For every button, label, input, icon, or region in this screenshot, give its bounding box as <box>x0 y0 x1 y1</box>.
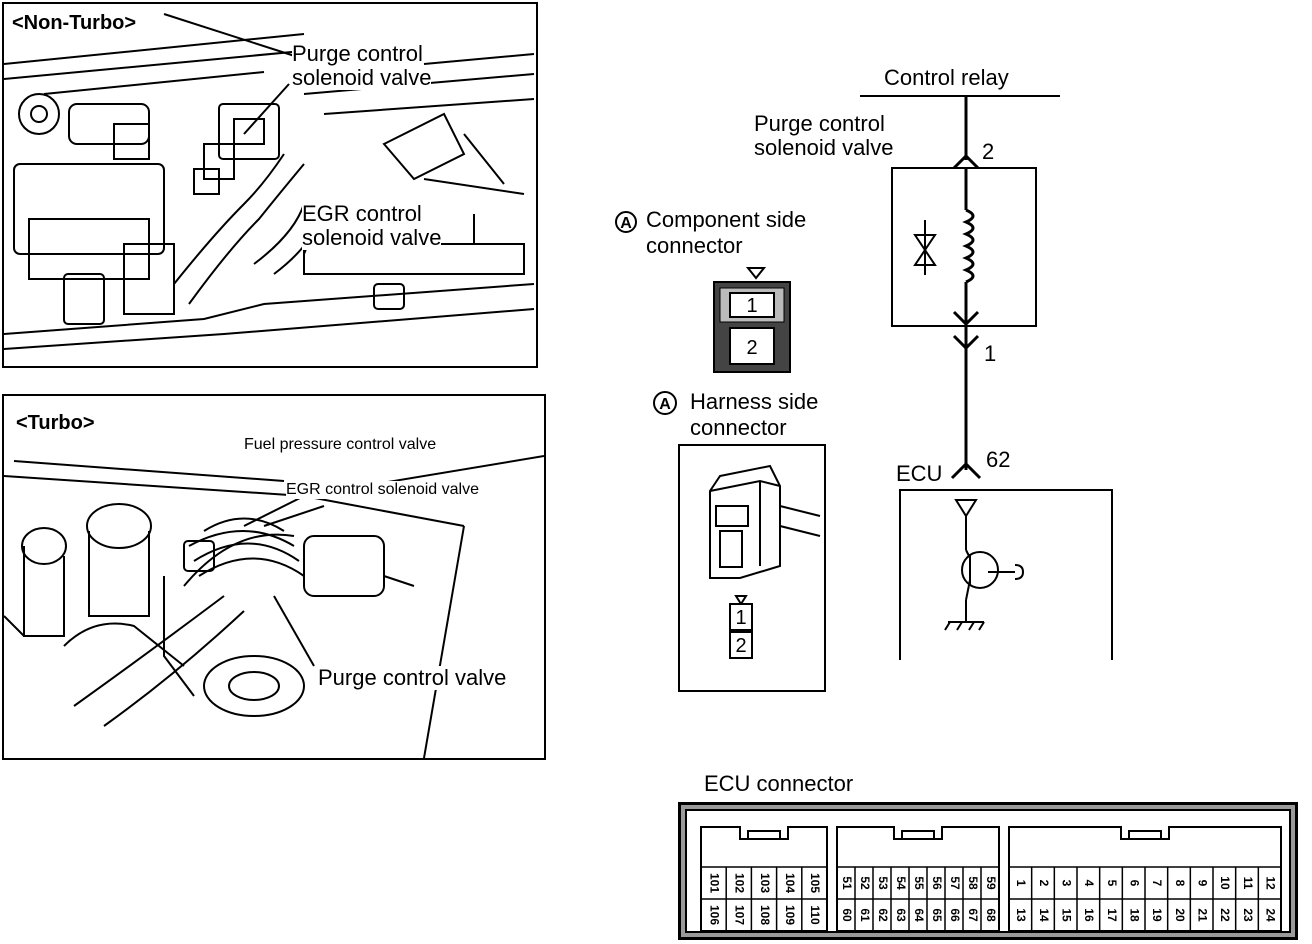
ecu-pin-61: 61 <box>858 908 872 922</box>
ecu-pin-60: 60 <box>840 908 854 922</box>
ecu-pin-18: 18 <box>1127 908 1141 922</box>
component-pin-1: 1 <box>746 295 757 317</box>
control-relay-label: Control relay <box>884 65 1009 90</box>
harness-pin-2: 2 <box>735 635 746 657</box>
ecu-pin-64: 64 <box>912 908 926 922</box>
component-connector-badge: A <box>615 211 637 233</box>
circuit-pin-bottom-label: 1 <box>984 341 997 366</box>
turbo-egr-label: EGR control solenoid valve <box>286 481 479 499</box>
turbo-illustration: <Turbo> Fuel pressure control valve EGR … <box>2 394 546 760</box>
ecu-pin-16: 16 <box>1082 908 1096 922</box>
turbo-fuel-label: Fuel pressure control valve <box>244 436 437 454</box>
turbo-title: <Turbo> <box>16 412 95 434</box>
harness-connector-box: 1 2 <box>678 444 826 692</box>
ecu-pin-12: 12 <box>1263 876 1277 890</box>
non-turbo-illustration: <Non-Turbo> Purge control solenoid valve… <box>2 2 538 368</box>
ecu-pin-21: 21 <box>1195 908 1209 922</box>
ecu-pin-101: 101 <box>707 873 721 893</box>
circuit-pin-top-label: 2 <box>982 139 995 164</box>
ecu-pin-20: 20 <box>1173 908 1187 922</box>
non-turbo-purge-label-line2: solenoid valve <box>292 65 432 90</box>
harness-connector-badge: A <box>653 391 677 415</box>
ecu-pin-19: 19 <box>1150 908 1164 922</box>
non-turbo-purge-label-line1: Purge control <box>292 41 423 66</box>
ecu-pin-57: 57 <box>948 876 962 890</box>
ecu-pin-54: 54 <box>894 876 908 890</box>
ecu-pin-56: 56 <box>930 876 944 890</box>
ecu-pin-53: 53 <box>876 876 890 890</box>
ecu-pin-109: 109 <box>783 905 797 925</box>
circuit-ecu-pin-label: 62 <box>986 447 1011 472</box>
circuit-ecu-label: ECU <box>896 461 943 486</box>
ecu-pin-110: 110 <box>808 905 822 925</box>
turbo-engine-drawing <box>4 455 544 758</box>
component-connector-label-line2: connector <box>646 233 743 258</box>
ecu-pin-106: 106 <box>707 905 721 925</box>
harness-badge-letter: A <box>659 396 671 413</box>
ecu-pin-105: 105 <box>808 873 822 893</box>
non-turbo-egr-label-line2: solenoid valve <box>302 225 442 250</box>
ecu-pin-66: 66 <box>948 908 962 922</box>
ecu-pin-58: 58 <box>966 876 980 890</box>
ecu-pin-102: 102 <box>733 873 747 893</box>
ecu-pin-63: 63 <box>894 908 908 922</box>
circuit-diagram <box>860 95 1113 660</box>
ecu-pin-7: 7 <box>1150 880 1164 887</box>
ecu-pin-4: 4 <box>1082 880 1096 887</box>
ecu-pin-2: 2 <box>1037 880 1051 887</box>
ecu-pin-11: 11 <box>1241 877 1255 890</box>
harness-connector-drawing: 1 2 <box>709 464 821 659</box>
ecu-pin-17: 17 <box>1105 908 1119 922</box>
ecu-pin-5: 5 <box>1105 880 1119 887</box>
ecu-pin-3: 3 <box>1059 880 1073 887</box>
ecu-connector-title: ECU connector <box>704 771 854 796</box>
ecu-pin-52: 52 <box>858 876 872 890</box>
ecu-pin-10: 10 <box>1218 876 1232 890</box>
ecu-pin-67: 67 <box>966 908 980 922</box>
non-turbo-egr-label-line1: EGR control <box>302 201 422 226</box>
ecu-pin-23: 23 <box>1241 908 1255 922</box>
harness-connector-label: A Harness side connector <box>652 390 892 446</box>
ecu-pin-13: 13 <box>1014 908 1028 922</box>
circuit-valve-label-line2: solenoid valve <box>754 135 894 160</box>
ecu-pin-104: 104 <box>783 873 797 893</box>
circuit-valve-label-line1: Purge control <box>754 111 885 136</box>
ecu-pin-62: 62 <box>876 908 890 922</box>
ecu-pin-108: 108 <box>758 905 772 925</box>
ecu-pin-9: 9 <box>1195 880 1209 887</box>
turbo-purge-label: Purge control valve <box>318 665 507 690</box>
ecu-pin-15: 15 <box>1059 908 1073 922</box>
ecu-pin-14: 14 <box>1037 908 1051 922</box>
ecu-pin-65: 65 <box>930 908 944 922</box>
non-turbo-engine-drawing <box>4 13 535 350</box>
ecu-pin-55: 55 <box>912 876 926 890</box>
harness-connector-label-line2: connector <box>690 415 787 440</box>
ecu-block1: 101 102 103 104 105 106 107 108 109 110 <box>700 826 828 932</box>
ecu-pin-1: 1 <box>1014 880 1028 887</box>
ecu-pin-8: 8 <box>1173 880 1187 887</box>
ecu-block2: 51 52 53 54 55 56 57 58 59 60 61 62 63 64 65 66 67 68 <box>836 826 1000 932</box>
component-connector-label-line1: Component side <box>646 207 807 232</box>
ecu-pin-22: 22 <box>1218 908 1232 922</box>
ecu-pin-51: 51 <box>840 876 854 890</box>
component-pin-2: 2 <box>746 337 757 359</box>
ecu-pin-59: 59 <box>984 876 998 890</box>
component-connector-drawing: 1 2 <box>713 267 791 373</box>
ecu-pin-68: 68 <box>984 908 998 922</box>
harness-pin-1: 1 <box>735 607 746 629</box>
harness-connector-label-line1: Harness side <box>690 389 819 414</box>
non-turbo-title: <Non-Turbo> <box>12 12 137 34</box>
ecu-pin-103: 103 <box>758 873 772 893</box>
ecu-pin-6: 6 <box>1127 880 1141 887</box>
ecu-pin-24: 24 <box>1263 908 1277 922</box>
component-connector-label: A Component side connector <box>614 208 854 264</box>
ecu-pin-107: 107 <box>733 905 747 925</box>
component-badge-letter: A <box>620 215 632 232</box>
